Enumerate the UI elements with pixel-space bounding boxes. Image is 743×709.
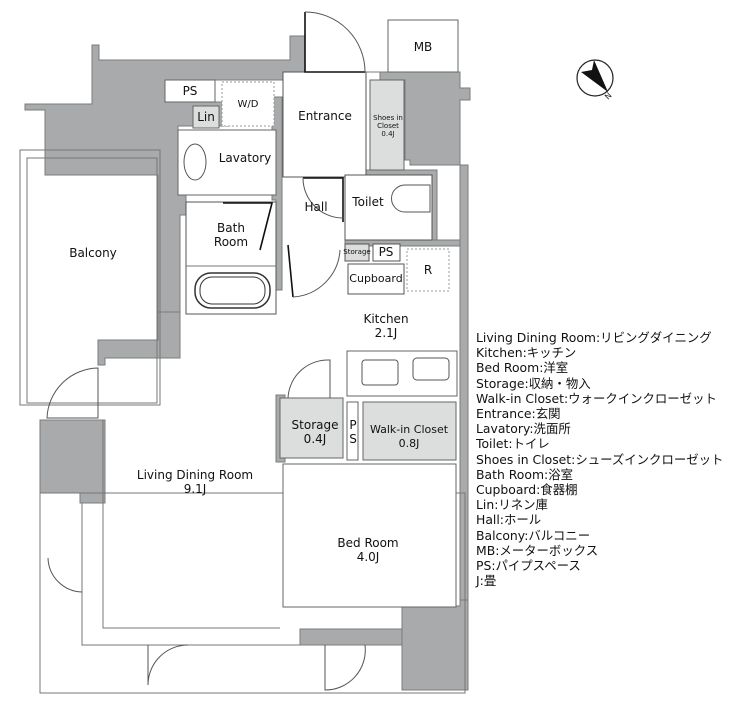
legend-item: Lavatory:洗面所 [476, 421, 571, 437]
legend-item: Shoes in Closet:シューズインクローゼット [476, 451, 724, 467]
legend-item: Cupboard:食器棚 [476, 482, 578, 498]
legend-item: Storage:収納・物入 [476, 375, 591, 391]
room-ps-vertical: P S [349, 418, 357, 446]
legend-item: Entrance:玄関 [476, 406, 561, 422]
room-toilet: Toilet [352, 195, 384, 209]
room-cupboard: Cupboard [349, 272, 403, 285]
room-lin: Lin [197, 110, 215, 124]
legend: Living Dining Room:リビングダイニング Kitchen:キッチ… [476, 330, 723, 588]
room-ps-mid: PS [378, 245, 394, 259]
room-wd: W/D [237, 99, 259, 110]
room-mb: MB [413, 40, 433, 54]
legend-item: PS:パイプスペース [476, 558, 581, 574]
room-ps-top: PS [182, 84, 198, 98]
legend-item: Walk-in Closet:ウォークインクローゼット [476, 390, 717, 406]
room-entrance: Entrance [298, 109, 352, 123]
legend-item: Kitchen:キッチン [476, 345, 577, 361]
room-storage-small: Storage [343, 248, 371, 256]
legend-item: Bath Room:浴室 [476, 466, 573, 482]
legend-item: MB:メーターボックス [476, 542, 599, 558]
legend-item: Lin:リネン庫 [476, 497, 548, 513]
room-bath: Bath Room [213, 221, 249, 249]
legend-item: Toilet:トイレ [476, 436, 550, 452]
legend-item: Bed Room:洋室 [476, 360, 569, 376]
north-arrow-icon: N [576, 59, 614, 102]
room-balcony: Balcony [69, 246, 117, 260]
room-hall: Hall [304, 200, 328, 214]
legend-item: Balcony:バルコニー [476, 527, 591, 543]
svg-text:N: N [603, 91, 614, 102]
room-r: R [423, 263, 433, 277]
legend-item: Hall:ホール [476, 512, 542, 528]
legend-item: Living Dining Room:リビングダイニング [476, 330, 712, 345]
room-lavatory: Lavatory [218, 151, 272, 165]
legend-item: J:畳 [476, 573, 497, 589]
